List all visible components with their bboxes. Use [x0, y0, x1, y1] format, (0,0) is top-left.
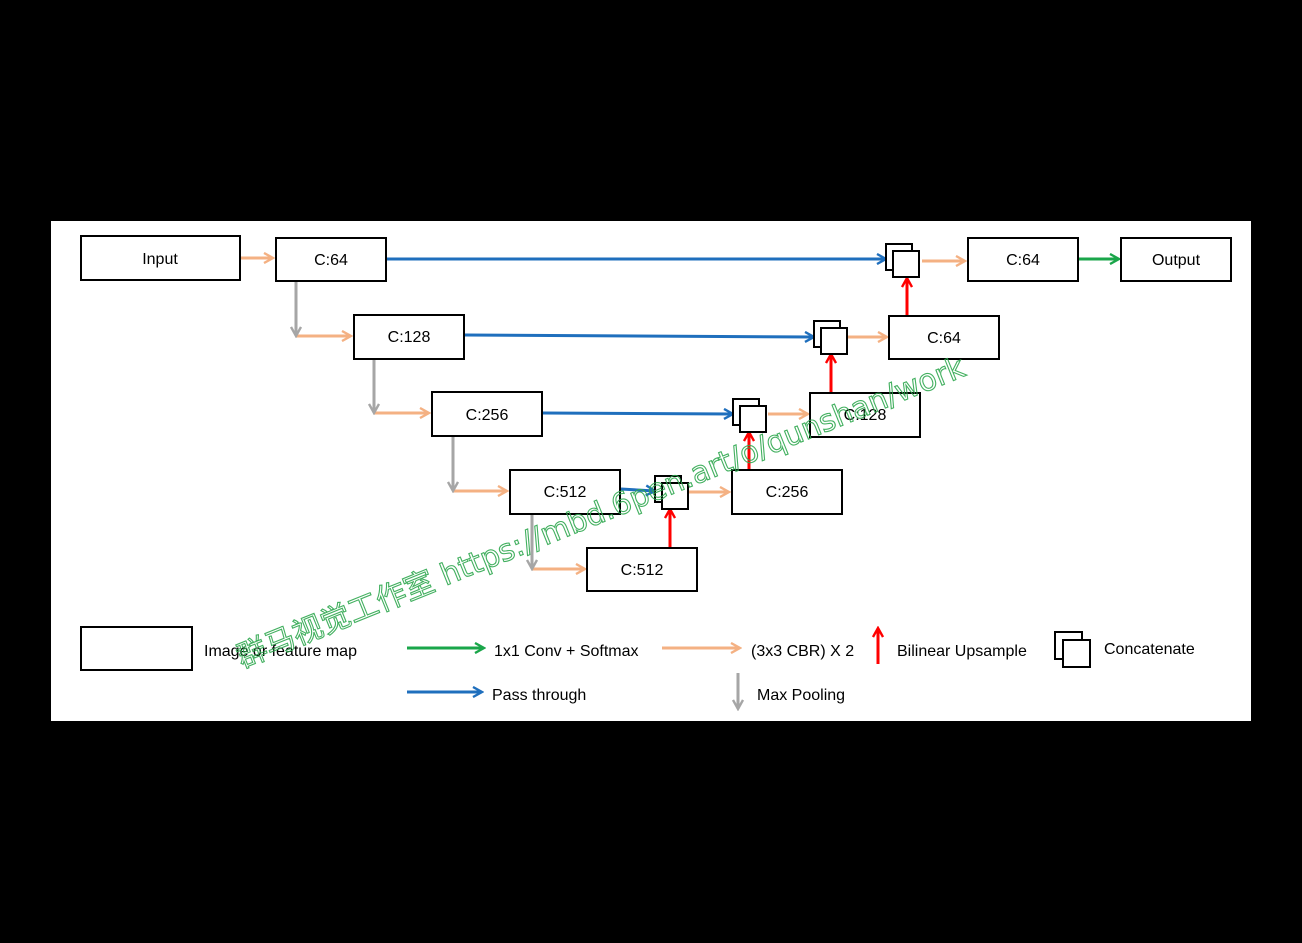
- legend-max-pooling: Max Pooling: [738, 673, 845, 709]
- node-decoder-3: C:128: [809, 392, 921, 438]
- node-encoder-2: C:128: [353, 314, 465, 360]
- node-encoder-4-label: C:512: [544, 484, 587, 501]
- edge-skip-enc2: [464, 335, 814, 337]
- concat-icon: [885, 243, 920, 278]
- node-encoder-4: C:512: [509, 469, 621, 515]
- node-decoder-4: C:256: [731, 469, 843, 515]
- legend-bilinear-upsample-label: Bilinear Upsample: [897, 643, 1027, 660]
- concat-symbols: [654, 243, 920, 510]
- node-decoder-2-label: C:64: [927, 330, 961, 347]
- legend-concatenate-label: Concatenate: [1104, 641, 1195, 658]
- node-decoder-1-label: C:64: [1006, 252, 1040, 269]
- legend-bilinear-upsample: Bilinear Upsample: [878, 628, 1027, 664]
- legend-pass-through-label: Pass through: [492, 687, 586, 704]
- legend-image-or-feature-map-label: Image or feature map: [204, 643, 357, 660]
- node-bottleneck-label: C:512: [621, 562, 664, 579]
- legend-pass-through: Pass through: [407, 687, 586, 704]
- legend-conv-softmax: 1x1 Conv + Softmax: [407, 643, 639, 660]
- node-decoder-2: C:64: [888, 315, 1000, 360]
- node-encoder-2-label: C:128: [388, 329, 431, 346]
- node-input: Input: [80, 235, 241, 281]
- legend-cbr-x2: (3x3 CBR) X 2: [662, 643, 854, 660]
- legend-image-or-feature-map: Image or feature map: [80, 626, 357, 671]
- concat-icon: [813, 320, 848, 355]
- edges: [241, 258, 1119, 569]
- legend: Image or feature map 1x1 Conv + Softmax …: [80, 626, 1195, 709]
- edge-skip-enc3: [542, 413, 733, 414]
- node-output-label: Output: [1152, 252, 1201, 269]
- node-decoder-1: C:64: [967, 237, 1079, 282]
- node-output: Output: [1120, 237, 1232, 282]
- node-bottleneck: C:512: [586, 547, 698, 592]
- node-decoder-4-label: C:256: [766, 484, 809, 501]
- edge-skip-enc4: [620, 489, 655, 491]
- legend-max-pooling-label: Max Pooling: [757, 687, 845, 704]
- node-encoder-1: C:64: [275, 237, 387, 282]
- legend-cbr-x2-label: (3x3 CBR) X 2: [751, 643, 854, 660]
- legend-conv-softmax-label: 1x1 Conv + Softmax: [494, 643, 639, 660]
- node-encoder-3-label: C:256: [466, 407, 509, 424]
- node-decoder-3-label: C:128: [844, 407, 887, 424]
- node-encoder-3: C:256: [431, 391, 543, 437]
- node-input-label: Input: [142, 251, 178, 268]
- concat-icon: [1054, 631, 1091, 668]
- concat-icon: [732, 398, 767, 433]
- diagram-panel: [51, 221, 1251, 721]
- legend-concatenate: Concatenate: [1054, 631, 1195, 668]
- concat-icon: [654, 475, 689, 510]
- node-encoder-1-label: C:64: [314, 252, 348, 269]
- nodes: Input C:64 C:128 C:256 C:512 C:512 C:256: [80, 235, 1232, 592]
